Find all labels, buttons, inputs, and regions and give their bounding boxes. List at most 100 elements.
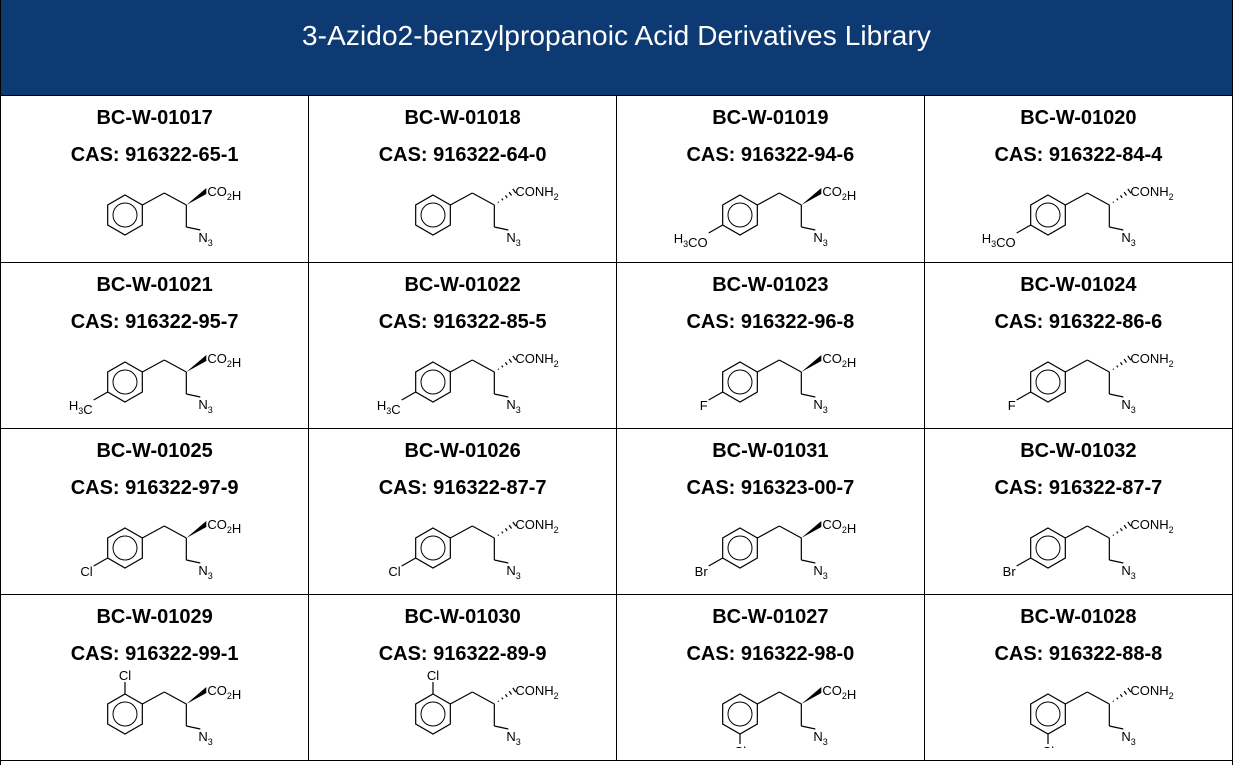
- azide-label: N3: [506, 729, 520, 747]
- chain-bond: [1087, 358, 1110, 373]
- azide-bond: [801, 558, 816, 564]
- azide-label: N3: [506, 563, 520, 581]
- substituent-bond: [708, 224, 724, 234]
- substituent-label: F: [1008, 398, 1016, 413]
- substituent-label: Cl: [426, 668, 438, 683]
- substituent-label: Cl: [1042, 744, 1054, 748]
- cas-number: CAS: 916322-94-6: [686, 144, 855, 166]
- substituent-bond: [401, 556, 416, 567]
- carboxyl-group-label: CONH2: [1131, 517, 1174, 535]
- azide-bond: [1109, 392, 1124, 398]
- hash-bond: [1116, 364, 1119, 368]
- chain-bond: [779, 192, 802, 206]
- chain-bond: [1087, 524, 1110, 539]
- hash-bond: [1127, 355, 1132, 360]
- cas-number: CAS: 916322-98-0: [686, 642, 855, 665]
- chain-bond: [471, 358, 495, 373]
- azide-bond: [801, 392, 816, 398]
- substituent-label: H3C: [377, 398, 401, 416]
- wedge-bond: [185, 188, 206, 205]
- azide-bond: [801, 724, 816, 730]
- methylene-bond: [1065, 192, 1088, 206]
- aromatic-circle: [420, 701, 446, 726]
- compound-code: BC-W-01018: [404, 107, 521, 129]
- methylene-bond: [449, 358, 473, 373]
- hash-bond: [1120, 693, 1124, 697]
- hash-bond: [504, 693, 508, 697]
- azide-label: N3: [506, 397, 520, 415]
- substituent-bond: [1016, 556, 1032, 567]
- benzene-ring: [722, 360, 759, 403]
- compound-code: BC-W-01028: [1020, 605, 1137, 628]
- azide-label: N3: [814, 729, 828, 747]
- benzene-ring: [722, 194, 759, 236]
- cas-number: CAS: 916322-86-6: [994, 310, 1163, 333]
- carboxyl-group-label: CONH2: [515, 351, 558, 369]
- substituent-bond: [708, 556, 724, 567]
- cas-number: CAS: 916322-99-1: [70, 642, 239, 665]
- wedge-bond: [185, 520, 206, 538]
- chain-bond: [779, 358, 802, 373]
- substituent-bond: [93, 556, 108, 567]
- hash-bond: [1120, 527, 1124, 531]
- compound-code: BC-W-01021: [96, 273, 213, 296]
- aromatic-circle: [727, 369, 753, 394]
- azide-label: N3: [1122, 729, 1136, 747]
- hash-bond: [511, 521, 516, 526]
- azide-bond: [493, 724, 509, 730]
- hash-bond: [500, 198, 504, 201]
- substituent-bond: [708, 390, 724, 401]
- aromatic-circle: [727, 202, 753, 228]
- chain-bond: [779, 524, 802, 539]
- cas-number: CAS: 916322-95-7: [70, 310, 239, 333]
- chain-bond: [1087, 192, 1110, 206]
- azide-label: N3: [1122, 397, 1136, 415]
- methylene-bond: [141, 358, 165, 373]
- azide-label: N3: [1122, 563, 1136, 581]
- methylene-bond: [757, 192, 780, 206]
- aromatic-circle: [727, 535, 753, 560]
- methylene-bond: [757, 524, 780, 539]
- compound-code: BC-W-01031: [712, 439, 829, 462]
- carboxyl-group-label: CO2H: [823, 184, 857, 203]
- chain-bond: [163, 192, 187, 206]
- hash-bond: [497, 201, 499, 203]
- cas-number: CAS: 916323-00-7: [686, 476, 855, 499]
- substituent-bond: [93, 390, 108, 401]
- methylene-bond: [449, 524, 473, 539]
- substituent-label: Br: [1003, 564, 1017, 579]
- methylene-bond: [757, 690, 780, 705]
- carboxyl-group-label: CO2H: [207, 184, 241, 203]
- title-banner: 3-Azido2-benzylpropanoic Acid Derivative…: [1, 0, 1232, 96]
- hash-bond: [508, 524, 512, 529]
- hash-bond: [500, 530, 504, 534]
- aromatic-circle: [1035, 369, 1061, 394]
- carboxyl-group-label: CONH2: [1131, 683, 1174, 701]
- substituent-bond: [1016, 390, 1032, 401]
- hash-bond: [1112, 367, 1115, 370]
- azide-bond: [185, 392, 201, 398]
- wedge-bond: [801, 188, 822, 205]
- substituent-label: H3C: [69, 398, 93, 416]
- hash-bond: [1120, 361, 1124, 365]
- hash-bond: [511, 355, 516, 360]
- chain-bond: [779, 690, 802, 705]
- hash-bond: [1127, 687, 1132, 692]
- compound-code: BC-W-01022: [404, 273, 521, 296]
- carboxyl-group-label: CONH2: [515, 683, 558, 701]
- cas-number: CAS: 916322-96-8: [686, 310, 855, 333]
